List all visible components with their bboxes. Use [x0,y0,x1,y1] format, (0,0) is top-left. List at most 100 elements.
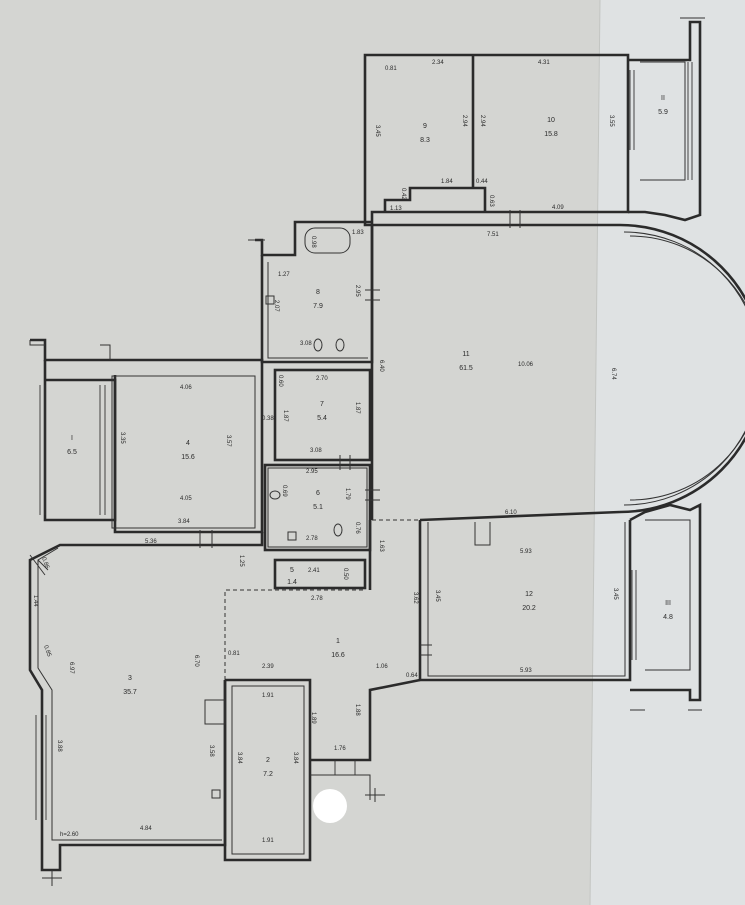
dim-label: 1.91 [262,693,274,699]
balcony-I-area: 6.5 [67,449,77,456]
dim-label: 5.93 [520,668,532,674]
room-6-area: 5.1 [313,504,323,511]
dim-label: 4.06 [180,385,192,391]
marker-dot [313,789,347,823]
dim-label: 6.74 [610,368,616,380]
dim-label: 0.85 [42,645,52,659]
balcony-I-number: I [71,435,73,442]
balcony-II-area: 5.9 [658,109,668,116]
dim-label: 3.84 [236,752,242,764]
dim-label: 0.86 [40,557,50,571]
paper-fold-line [589,0,601,905]
room-7-number: 7 [320,401,324,408]
dim-label: 3.57 [225,435,231,447]
dim-label: 0.42 [400,188,406,200]
wall-outline [28,17,745,886]
dim-label: 0.64 [406,673,418,679]
room-4-number: 4 [186,440,190,447]
dim-label: 3.45 [374,125,380,137]
room-7-area: 5.4 [317,415,327,422]
dim-label: 0.69 [281,485,287,497]
balcony-III-area: 4.8 [663,614,673,621]
dim-label: 2.39 [262,664,274,670]
room-1-number: 1 [336,638,340,645]
dim-label: 1.83 [352,230,364,236]
room-5-area: 1.4 [287,579,297,586]
dim-label: 3.08 [310,448,322,454]
ceiling-height-label: h=2.60 [60,832,79,838]
dim-label: 3.35 [119,432,125,444]
room-9-area: 8.3 [420,137,430,144]
dim-label: 1.87 [354,402,360,414]
dim-label: 0.44 [476,179,488,185]
dim-label: 1.91 [262,838,274,844]
dim-label: 1.88 [354,704,360,716]
dim-label: 3.58 [208,745,214,757]
room-2-area: 7.2 [263,771,273,778]
dim-label: 6.70 [193,655,199,667]
dim-label: 2.78 [311,596,323,602]
dim-label: 1.79 [344,488,350,500]
room-3-area: 35.7 [123,689,137,696]
dim-label: 2.34 [432,60,444,66]
dim-label: 2.95 [354,285,360,297]
dim-label: 6.10 [505,510,517,516]
dim-label: 3.88 [56,740,62,752]
dimension-labels: 0.81 2.34 4.31 3.45 2.94 2.94 3.55 0.42 … [32,60,618,844]
dim-label: 1.76 [334,746,346,752]
dim-label: 0.81 [228,651,240,657]
dim-label: 1.44 [32,595,38,607]
dim-label: 2.78 [306,536,318,542]
room-3-number: 3 [128,675,132,682]
room-10-area: 15.8 [544,131,558,138]
dim-label: 1.06 [376,664,388,670]
dim-label: 6.40 [378,360,384,372]
dim-label: 0.60 [277,375,283,387]
dim-label: 1.84 [441,179,453,185]
room-8-number: 8 [316,289,320,296]
room-1-area: 16.6 [331,652,345,659]
dim-label: 10.06 [518,362,534,368]
dim-label: 1.87 [282,410,288,422]
room-2-number: 2 [266,757,270,764]
dim-label: 7.51 [487,232,499,238]
room-12-area: 20.2 [522,605,536,612]
paper-fold-shading [590,0,745,905]
dim-label: 0.50 [342,568,348,580]
dim-label: 0.38 [262,416,274,422]
room-9-number: 9 [423,123,427,130]
balcony-III-number: III [665,600,671,607]
dim-label: 4.05 [180,496,192,502]
dim-label: 1.89 [310,712,316,724]
dim-label: 4.84 [140,826,152,832]
balcony-II-number: II [661,95,665,102]
room-4-area: 15.6 [181,454,195,461]
dim-label: 3.45 [612,588,618,600]
dim-label: 2.07 [273,300,279,312]
dim-label: 1.25 [238,555,244,567]
dim-label: 2.41 [308,568,320,574]
room-8-area: 7.9 [313,303,323,310]
dim-label: 0.63 [488,195,494,207]
dim-label: 0.76 [354,522,360,534]
dim-label: 3.62 [412,592,418,604]
dim-label: 6.97 [68,662,74,674]
dim-label: 1.27 [278,272,290,278]
dim-label: 4.09 [552,205,564,211]
room-10-number: 10 [547,117,555,124]
room-labels: 1 16.6 2 7.2 3 35.7 4 15.6 5 1.4 6 5.1 7… [67,95,673,778]
dim-label: 3.55 [608,115,614,127]
dim-label: 2.94 [461,115,467,127]
dim-label: 5.36 [145,539,157,545]
dim-label: 2.70 [316,376,328,382]
room-5-number: 5 [290,567,294,574]
dim-label: 2.94 [479,115,485,127]
room-11-area: 61.5 [459,365,473,372]
room-6-number: 6 [316,490,320,497]
dim-label: 3.84 [178,519,190,525]
room-12-number: 12 [525,591,533,598]
dim-label: 1.13 [390,206,402,212]
dim-label: 5.93 [520,549,532,555]
dim-label: 0.81 [385,66,397,72]
